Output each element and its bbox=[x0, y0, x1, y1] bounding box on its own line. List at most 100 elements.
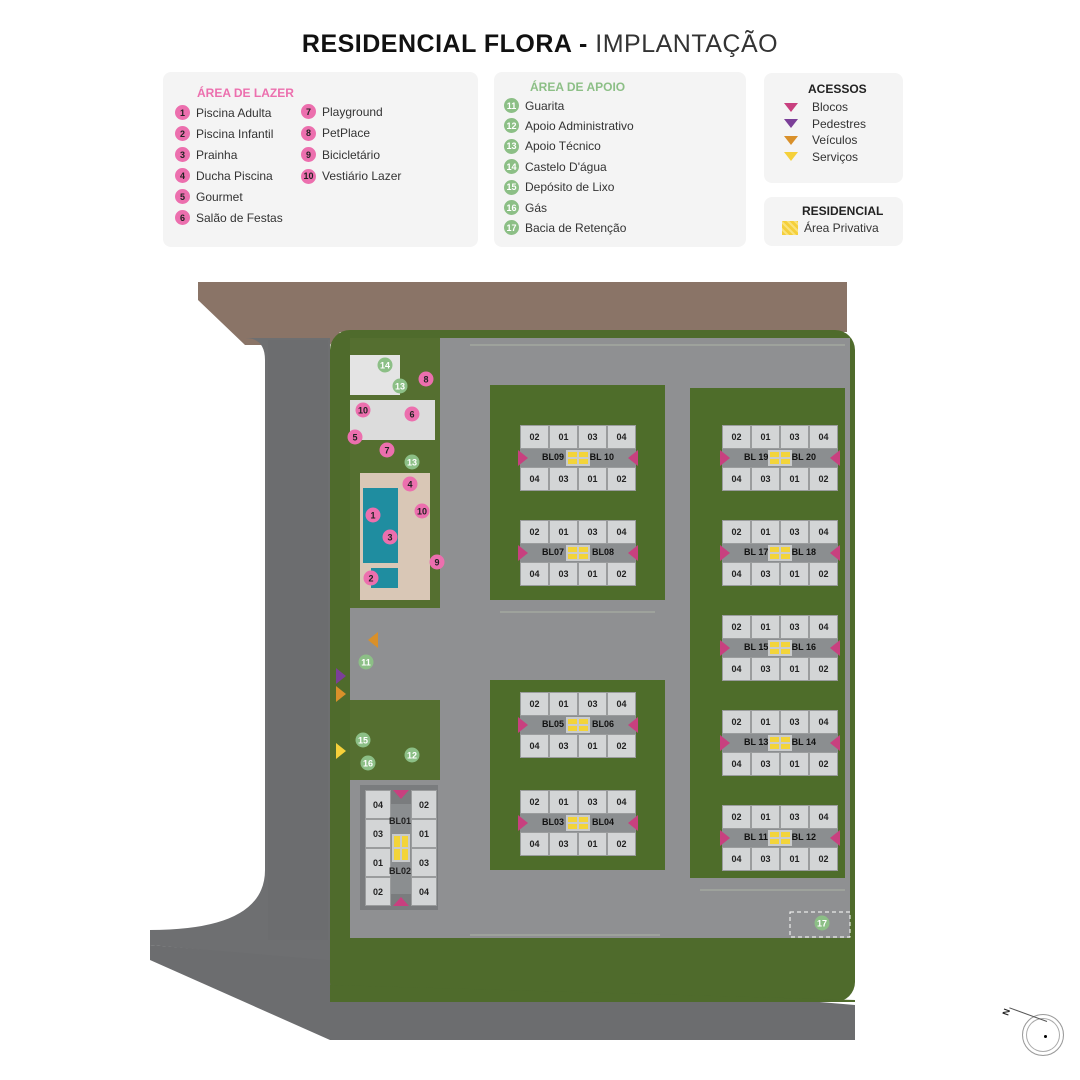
access-block-icon[interactable] bbox=[830, 450, 840, 466]
access-block-icon[interactable] bbox=[393, 897, 409, 906]
access-block-icon[interactable] bbox=[830, 640, 840, 656]
apartment-unit[interactable]: 03 bbox=[780, 425, 809, 449]
access-block-icon[interactable] bbox=[518, 815, 528, 831]
apartment-unit[interactable]: 03 bbox=[578, 520, 607, 544]
access-block-icon[interactable] bbox=[720, 450, 730, 466]
map-marker-lazer[interactable]: 7 bbox=[379, 442, 395, 458]
access-block-icon[interactable] bbox=[830, 830, 840, 846]
apartment-unit[interactable]: 02 bbox=[520, 520, 549, 544]
access-block-icon[interactable] bbox=[628, 545, 638, 561]
apartment-unit[interactable]: 04 bbox=[411, 877, 437, 906]
apartment-unit[interactable]: 04 bbox=[520, 467, 549, 491]
apartment-unit[interactable]: 02 bbox=[809, 467, 838, 491]
apartment-unit[interactable]: 03 bbox=[578, 425, 607, 449]
apartment-unit[interactable]: 04 bbox=[607, 790, 636, 814]
apartment-unit[interactable]: 04 bbox=[809, 520, 838, 544]
apartment-unit[interactable]: 02 bbox=[809, 847, 838, 871]
access-service-icon[interactable] bbox=[336, 743, 346, 759]
apartment-unit[interactable]: 03 bbox=[549, 562, 578, 586]
access-block-icon[interactable] bbox=[518, 545, 528, 561]
access-block-icon[interactable] bbox=[720, 830, 730, 846]
map-marker-apoio[interactable]: 11 bbox=[358, 654, 374, 670]
apartment-unit[interactable]: 04 bbox=[607, 692, 636, 716]
apartment-unit[interactable]: 02 bbox=[722, 615, 751, 639]
apartment-unit[interactable]: 04 bbox=[722, 467, 751, 491]
apartment-unit[interactable]: 02 bbox=[722, 520, 751, 544]
apartment-unit[interactable]: 04 bbox=[607, 425, 636, 449]
access-pedestrian-icon[interactable] bbox=[336, 668, 346, 684]
access-block-icon[interactable] bbox=[628, 450, 638, 466]
apartment-unit[interactable]: 03 bbox=[780, 520, 809, 544]
apartment-unit[interactable]: 01 bbox=[578, 467, 607, 491]
apartment-unit[interactable]: 01 bbox=[751, 520, 780, 544]
access-block-icon[interactable] bbox=[720, 640, 730, 656]
apartment-unit[interactable]: 03 bbox=[780, 710, 809, 734]
apartment-unit[interactable]: 02 bbox=[607, 734, 636, 758]
apartment-unit[interactable]: 02 bbox=[411, 790, 437, 819]
access-block-icon[interactable] bbox=[720, 545, 730, 561]
apartment-unit[interactable]: 03 bbox=[751, 657, 780, 681]
apartment-unit[interactable]: 04 bbox=[722, 657, 751, 681]
apartment-unit[interactable]: 04 bbox=[520, 562, 549, 586]
apartment-unit[interactable]: 02 bbox=[722, 425, 751, 449]
apartment-unit[interactable]: 01 bbox=[751, 425, 780, 449]
apartment-unit[interactable]: 01 bbox=[780, 847, 809, 871]
apartment-unit[interactable]: 04 bbox=[809, 710, 838, 734]
apartment-unit[interactable]: 01 bbox=[780, 752, 809, 776]
apartment-unit[interactable]: 03 bbox=[578, 692, 607, 716]
apartment-unit[interactable]: 01 bbox=[549, 520, 578, 544]
apartment-unit[interactable]: 02 bbox=[520, 425, 549, 449]
apartment-unit[interactable]: 04 bbox=[809, 805, 838, 829]
access-block-icon[interactable] bbox=[720, 735, 730, 751]
apartment-unit[interactable]: 01 bbox=[751, 805, 780, 829]
apartment-unit[interactable]: 01 bbox=[549, 425, 578, 449]
map-marker-lazer[interactable]: 10 bbox=[414, 503, 430, 519]
map-marker-apoio[interactable]: 12 bbox=[404, 747, 420, 763]
apartment-unit[interactable]: 01 bbox=[780, 657, 809, 681]
apartment-unit[interactable]: 03 bbox=[578, 790, 607, 814]
apartment-unit[interactable]: 02 bbox=[520, 790, 549, 814]
apartment-unit[interactable]: 03 bbox=[549, 467, 578, 491]
apartment-unit[interactable]: 02 bbox=[722, 710, 751, 734]
apartment-unit[interactable]: 03 bbox=[751, 752, 780, 776]
access-vehicle-icon[interactable] bbox=[368, 632, 378, 648]
apartment-unit[interactable]: 03 bbox=[780, 615, 809, 639]
apartment-unit[interactable]: 04 bbox=[809, 425, 838, 449]
apartment-unit[interactable]: 01 bbox=[780, 562, 809, 586]
map-marker-apoio[interactable]: 14 bbox=[377, 357, 393, 373]
apartment-unit[interactable]: 04 bbox=[722, 562, 751, 586]
access-block-icon[interactable] bbox=[518, 450, 528, 466]
apartment-unit[interactable]: 01 bbox=[578, 562, 607, 586]
apartment-unit[interactable]: 03 bbox=[549, 832, 578, 856]
apartment-unit[interactable]: 01 bbox=[578, 832, 607, 856]
access-block-icon[interactable] bbox=[393, 790, 409, 799]
apartment-unit[interactable]: 03 bbox=[411, 848, 437, 877]
access-block-icon[interactable] bbox=[628, 717, 638, 733]
apartment-unit[interactable]: 02 bbox=[607, 562, 636, 586]
apartment-unit[interactable]: 02 bbox=[365, 877, 391, 906]
map-marker-apoio[interactable]: 16 bbox=[360, 755, 376, 771]
map-marker-apoio[interactable]: 13 bbox=[392, 378, 408, 394]
apartment-unit[interactable]: 02 bbox=[809, 562, 838, 586]
map-marker-lazer[interactable]: 3 bbox=[382, 529, 398, 545]
apartment-unit[interactable]: 03 bbox=[365, 819, 391, 848]
apartment-unit[interactable]: 04 bbox=[722, 847, 751, 871]
apartment-unit[interactable]: 01 bbox=[751, 615, 780, 639]
access-block-icon[interactable] bbox=[830, 735, 840, 751]
access-block-icon[interactable] bbox=[830, 545, 840, 561]
map-marker-lazer[interactable]: 6 bbox=[404, 406, 420, 422]
map-marker-lazer[interactable]: 10 bbox=[355, 402, 371, 418]
apartment-unit[interactable]: 02 bbox=[722, 805, 751, 829]
apartment-unit[interactable]: 04 bbox=[809, 615, 838, 639]
access-block-icon[interactable] bbox=[518, 717, 528, 733]
apartment-unit[interactable]: 03 bbox=[549, 734, 578, 758]
apartment-unit[interactable]: 04 bbox=[520, 734, 549, 758]
apartment-unit[interactable]: 02 bbox=[520, 692, 549, 716]
apartment-unit[interactable]: 04 bbox=[520, 832, 549, 856]
